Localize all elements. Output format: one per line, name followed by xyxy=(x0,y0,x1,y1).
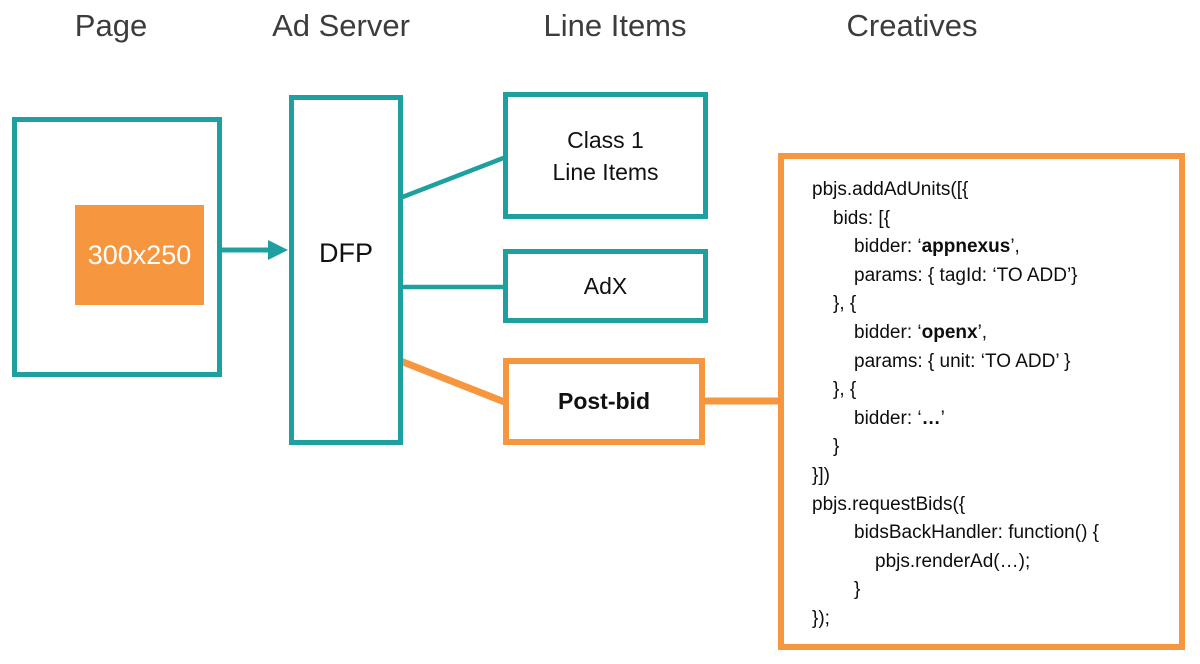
adx-box: AdX xyxy=(503,249,708,323)
code-line: }, { xyxy=(833,293,857,315)
dfp-box: DFP xyxy=(289,95,403,445)
code-line: pbjs.renderAd(…); xyxy=(875,550,1031,572)
class1-label-line1: Class 1 xyxy=(567,126,644,153)
code-line: params: { tagId: ‘TO ADD’} xyxy=(854,264,1078,286)
code-line: pbjs.requestBids({ xyxy=(812,493,966,515)
code-line: }]) xyxy=(812,464,830,486)
code-line: pbjs.addAdUnits([{ xyxy=(812,179,969,200)
arrowhead-slot-to-dfp xyxy=(268,240,288,260)
code-line: bidder: ‘openx’, xyxy=(854,321,988,343)
postbid-box: Post-bid xyxy=(503,358,705,445)
column-heading-creatives: Creatives xyxy=(846,8,978,43)
column-heading-ad-server: Ad Server xyxy=(272,8,410,43)
postbid-label: Post-bid xyxy=(558,388,650,414)
code-line: } xyxy=(854,579,861,601)
dfp-label: DFP xyxy=(319,237,373,268)
class1-label-line2: Line Items xyxy=(552,158,659,185)
creatives-code-box: pbjs.addAdUnits([{ bids: [{ bidder: ‘appne… xyxy=(778,153,1185,650)
code-line: bidder: ‘appnexus’, xyxy=(854,236,1020,258)
column-heading-page: Page xyxy=(74,8,148,43)
code-line: }); xyxy=(812,607,830,629)
page-box: 300x250 xyxy=(12,117,222,377)
ad-slot-300x250: 300x250 xyxy=(75,205,204,305)
code-block: pbjs.addAdUnits([{ bids: [{ bidder: ‘appne… xyxy=(784,159,1109,634)
code-line: } xyxy=(833,436,840,458)
column-heading-line-items: Line Items xyxy=(543,8,687,43)
connector-dfp-to-postbid xyxy=(396,356,509,407)
code-line: bids: [{ xyxy=(833,207,891,229)
code-line: params: { unit: ‘TO ADD’ } xyxy=(854,350,1071,372)
code-line: }, { xyxy=(833,379,857,401)
code-line: bidder: ‘…’ xyxy=(854,407,945,429)
connector-dfp-to-class1 xyxy=(399,154,507,201)
class1-line-items-box: Class 1 Line Items xyxy=(503,92,708,219)
ad-slot-size-label: 300x250 xyxy=(87,239,192,270)
code-line: bidsBackHandler: function() { xyxy=(854,522,1100,544)
adx-label: AdX xyxy=(583,272,628,299)
